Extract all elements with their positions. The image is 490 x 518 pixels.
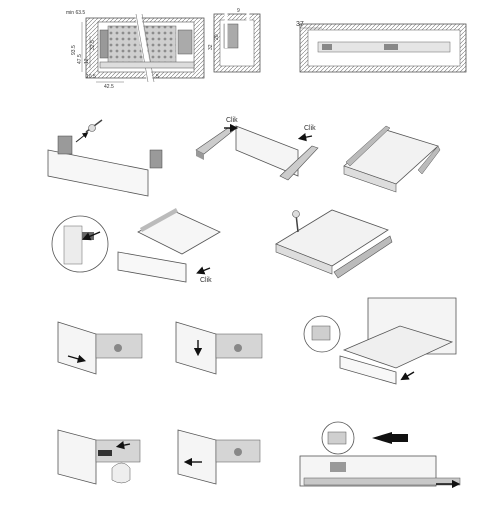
- arrow-icon: [297, 133, 313, 142]
- dimension-cross-section: min 63.5 93.5 47.5 12 32.5 10.5 42.5 5: [66, 10, 205, 90]
- step-adjust-height: [175, 321, 263, 375]
- step-insert-bottom-panel: [343, 125, 441, 193]
- arrow-icon: [196, 266, 211, 275]
- clik-label-3: Clik: [200, 277, 212, 284]
- dim-5: 5: [156, 74, 159, 80]
- dim-min: min 63.5: [66, 10, 85, 16]
- dim-9: 9: [237, 8, 240, 14]
- dim-10-5: 10.5: [86, 74, 96, 80]
- step-insert-drawer-cabinet: [303, 297, 457, 385]
- arrow-icon: [82, 231, 101, 241]
- step-mount-drawer-in-cabinet: [275, 209, 393, 279]
- arrow-icon: [400, 371, 415, 381]
- step-attach-front-panel: Clik: [51, 208, 221, 284]
- screwdriver-icon: [292, 210, 300, 233]
- dim-12: 12: [84, 58, 90, 64]
- dim-42-5: 42.5: [104, 84, 114, 90]
- step-adjust-side: [57, 321, 143, 375]
- step-remove-drawer: [299, 421, 461, 489]
- clik-label-2: Clik: [304, 125, 316, 132]
- step-release-drawer-left: [57, 429, 141, 485]
- dim-20: 20: [214, 34, 220, 40]
- dim-37: 37: [296, 21, 304, 28]
- arrow-icon: [372, 432, 408, 444]
- step-clip-side-rails: Clik Clik: [195, 117, 319, 181]
- dim-32-5: 32.5: [90, 40, 96, 50]
- dim-32: 32: [208, 44, 214, 50]
- dim-47-5: 47.5: [77, 54, 83, 64]
- dim-93-5: 93.5: [71, 45, 77, 55]
- arrow-icon: [115, 441, 131, 450]
- step-release-drawer-right: [177, 429, 261, 485]
- double-arrow-icon: [67, 354, 87, 363]
- clik-label-1: Clik: [226, 117, 238, 124]
- step-attach-front-brackets: [47, 119, 163, 197]
- dimension-side-detail: 9 32 20: [208, 6, 261, 73]
- screwdriver-icon: [85, 119, 103, 133]
- dimension-top-view: 37: [296, 21, 467, 73]
